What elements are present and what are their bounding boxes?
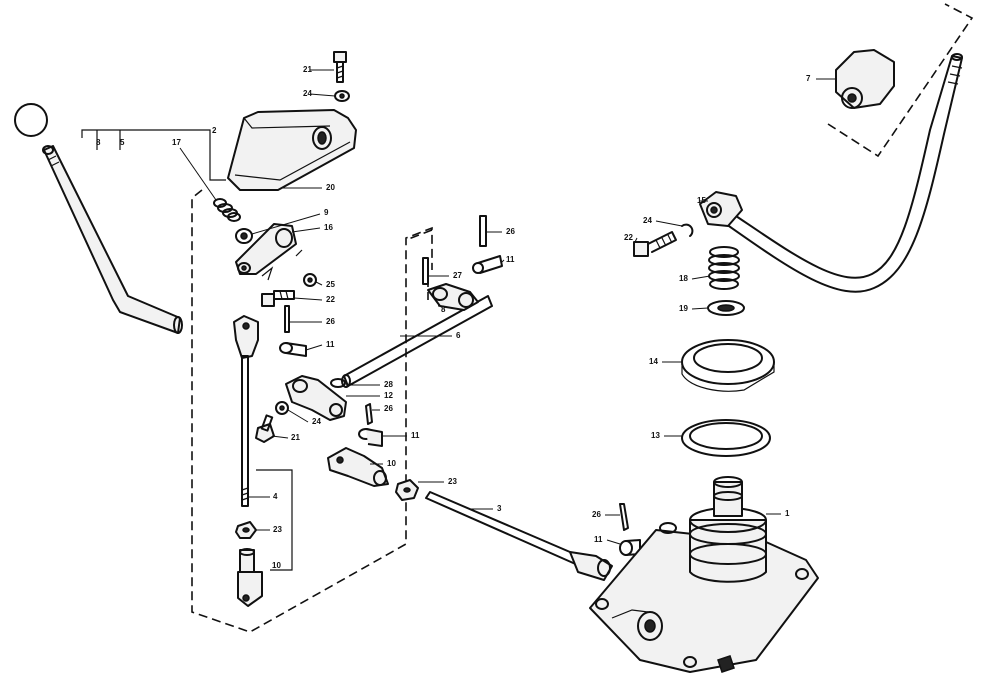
part-number-label: 24	[643, 216, 652, 225]
spring-18	[708, 246, 740, 290]
bolt-21-lower	[255, 414, 275, 443]
split-pin-26-bottom	[619, 503, 629, 531]
rubber-knob-7	[835, 49, 895, 109]
nut-23-lower	[235, 521, 257, 539]
part-number-label: 22	[624, 233, 633, 242]
washer-24-right	[681, 223, 694, 237]
clevis-pin-11-mid	[358, 428, 383, 447]
bolt-21-top	[333, 51, 347, 83]
part-number-label: 10	[272, 561, 281, 570]
dashed-group-outline	[81, 3, 974, 633]
part-number-label: 13	[651, 431, 660, 440]
gear-knob-ball	[14, 103, 48, 137]
spring-17	[213, 198, 241, 222]
part-number-label: 1	[785, 509, 790, 518]
part-number-label: 5	[120, 138, 125, 147]
selector-arm-12	[285, 375, 347, 421]
part-number-label: 22	[326, 295, 335, 304]
leader-lines	[179, 69, 836, 545]
part-number-label: 23	[273, 525, 282, 534]
part-number-label: 25	[326, 280, 335, 289]
part-number-label: 12	[384, 391, 393, 400]
split-pin-27	[422, 257, 429, 285]
part-number-label: 16	[324, 223, 333, 232]
part-number-label: 26	[592, 510, 601, 519]
split-pin-26-mid	[365, 403, 373, 425]
part-number-label: 11	[594, 535, 603, 544]
part-number-label: 17	[172, 138, 181, 147]
washer-9	[235, 228, 253, 244]
part-number-label: 3	[497, 504, 502, 513]
part-number-label: 9	[324, 208, 329, 217]
cranked-gear-lever-15	[699, 53, 963, 293]
part-number-label: 19	[679, 304, 688, 313]
split-pin-26-left	[284, 305, 290, 333]
lever-arm-16	[235, 223, 297, 275]
lever-8-right	[427, 283, 479, 311]
part-number-label: 28	[384, 380, 393, 389]
part-number-label: 14	[649, 357, 658, 366]
part-number-label: 8	[96, 138, 101, 147]
ring-14	[681, 339, 775, 392]
gear-lever	[42, 145, 183, 334]
part-number-label: 10	[387, 459, 396, 468]
link-rod-4	[241, 355, 249, 507]
part-number-label: 26	[384, 404, 393, 413]
part-number-label: 2	[212, 126, 217, 135]
part-number-label: 26	[506, 227, 515, 236]
rod-end-fork-top	[233, 315, 259, 359]
clevis-pin-11-right	[472, 255, 503, 274]
part-number-label: 21	[303, 65, 312, 74]
part-number-label: 21	[291, 433, 300, 442]
washer-25	[303, 273, 317, 287]
part-number-label: 15	[697, 196, 706, 205]
part-number-label: 11	[326, 340, 335, 349]
seal-ring-13	[681, 419, 771, 457]
key-28	[330, 378, 346, 388]
part-number-label: 8	[441, 305, 446, 314]
part-number-label: 18	[679, 274, 688, 283]
part-number-label: 27	[453, 271, 462, 280]
washer-24-top	[334, 90, 350, 102]
clevis-pin-11-bottom	[619, 539, 641, 556]
part-number-label: 24	[312, 417, 321, 426]
nut-23-mid	[395, 479, 419, 501]
part-number-label: 11	[506, 255, 515, 264]
washer-19	[707, 300, 745, 316]
gearbox-housing-1	[589, 476, 819, 673]
rod-end-10-lower	[237, 548, 263, 607]
part-number-label: 20	[326, 183, 335, 192]
long-rod-3	[425, 491, 613, 581]
bolt-22-left	[261, 290, 295, 307]
washer-24-lower	[275, 401, 289, 415]
part-number-label: 23	[448, 477, 457, 486]
split-pin-26-right	[479, 215, 487, 247]
part-number-label: 7	[806, 74, 811, 83]
bolt-22-right	[633, 231, 677, 257]
clevis-pin-11-left	[279, 342, 307, 357]
part-number-label: 6	[456, 331, 461, 340]
part-number-label: 24	[303, 89, 312, 98]
part-number-label: 11	[411, 431, 420, 440]
cross-shaft-6	[341, 295, 493, 388]
lever-housing-cover	[227, 109, 357, 191]
part-number-label: 4	[273, 492, 278, 501]
part-number-label: 26	[326, 317, 335, 326]
rod-end-10-mid	[327, 447, 389, 487]
